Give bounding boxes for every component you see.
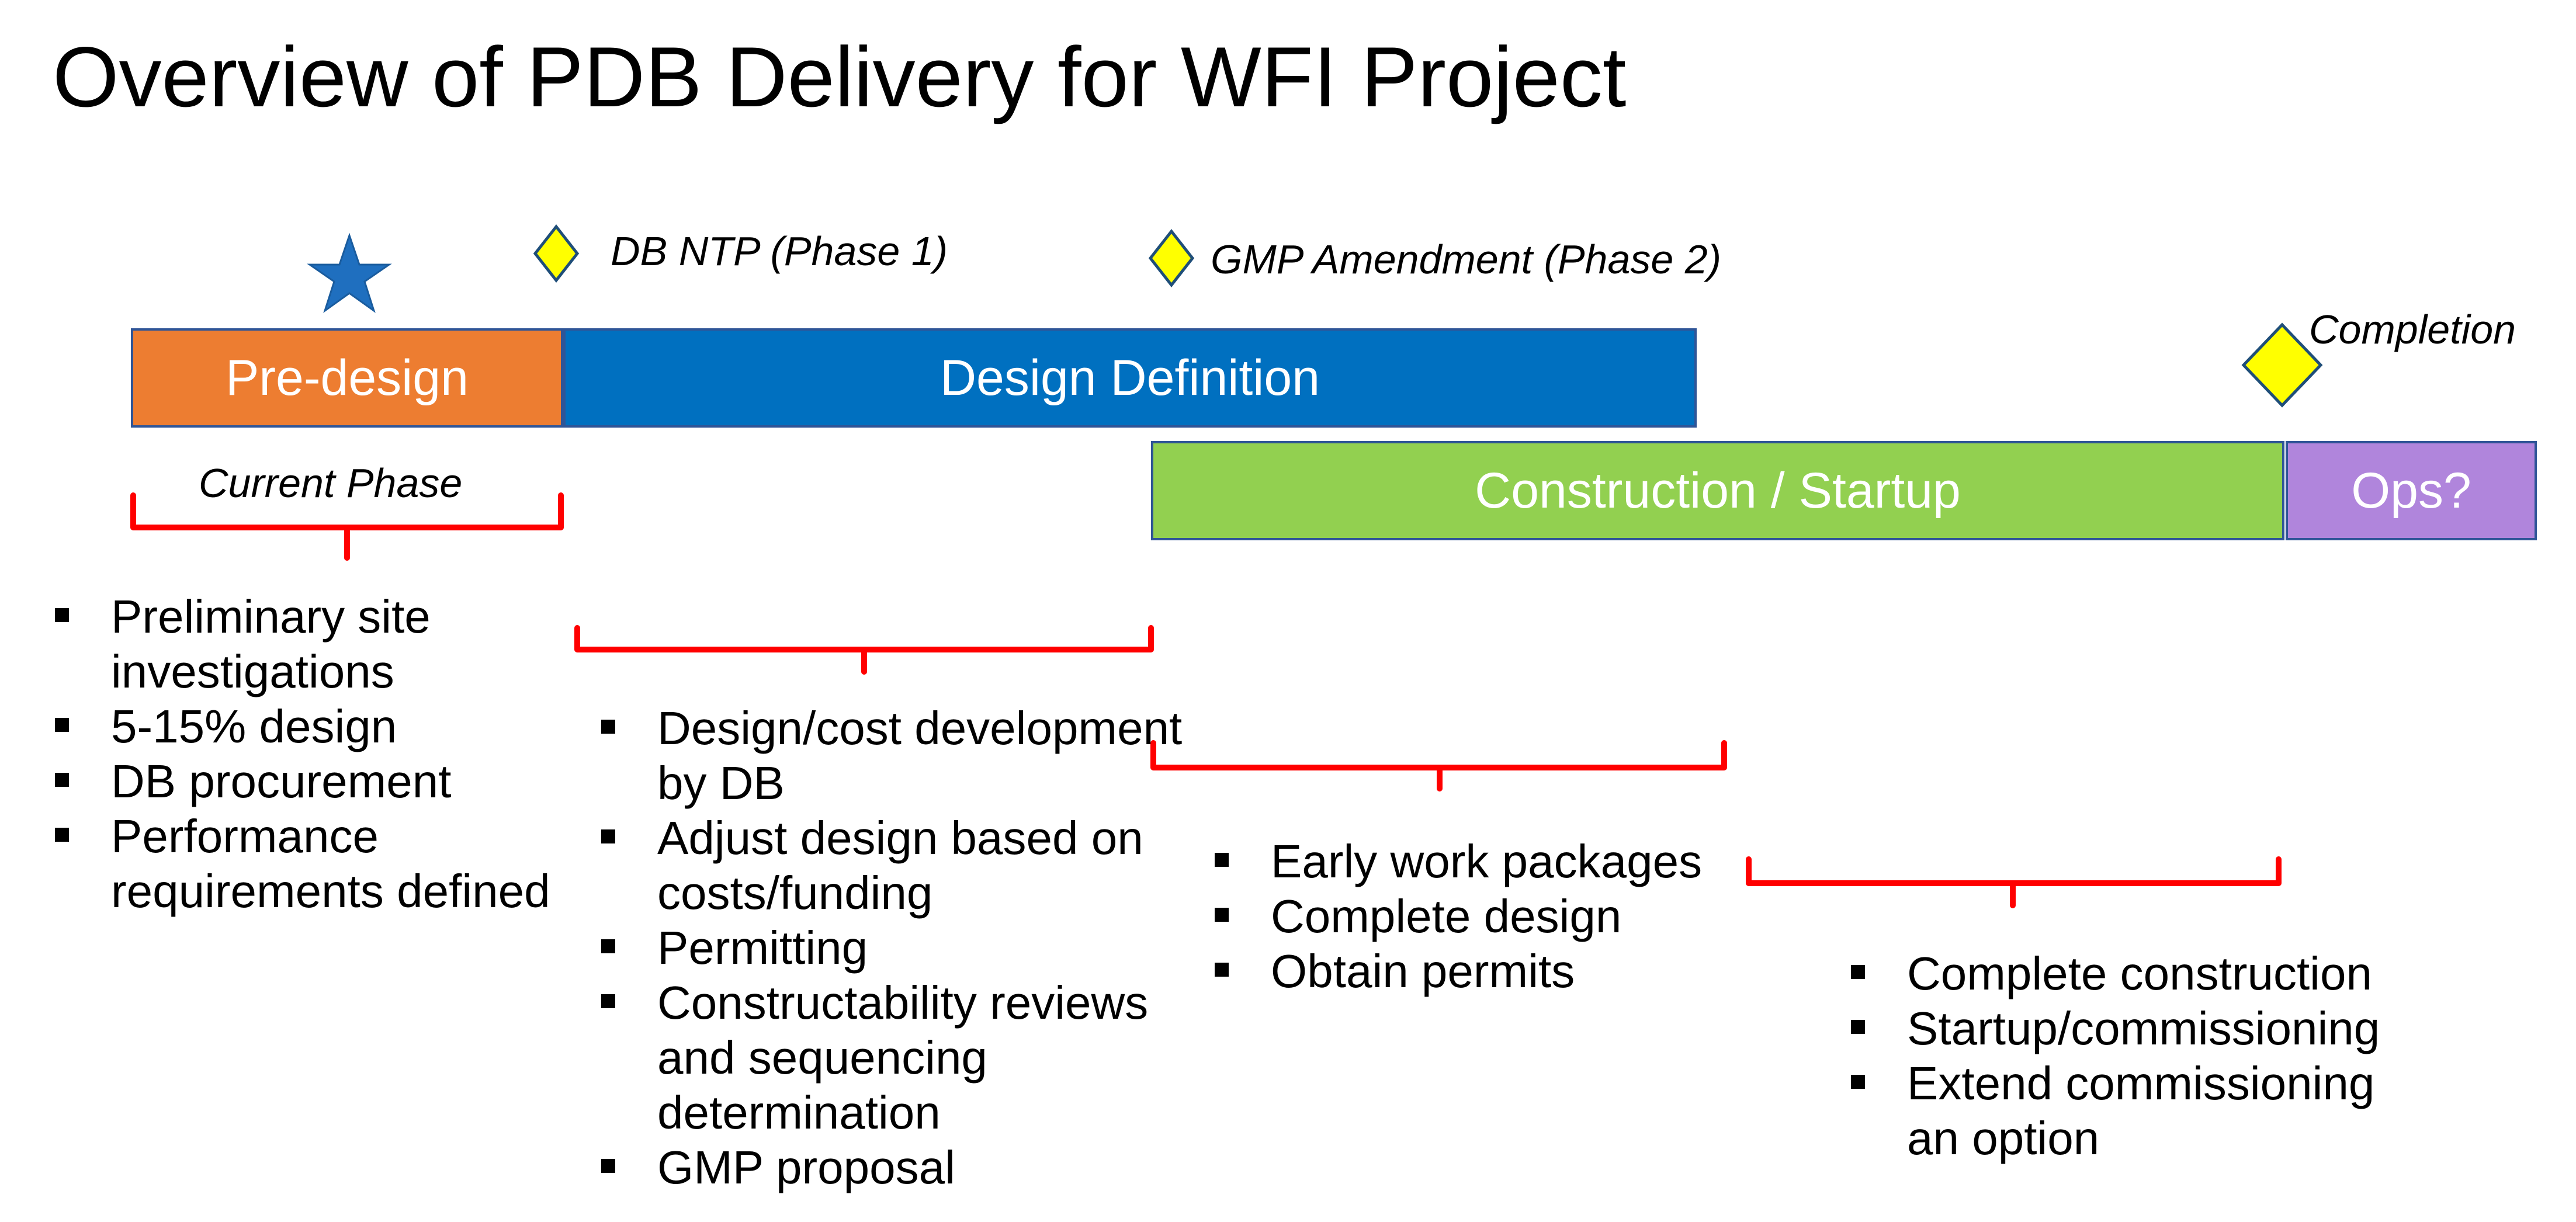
list-item: Extend commissioning an option bbox=[1849, 1056, 2433, 1166]
curly-brace bbox=[1746, 856, 2282, 908]
curly-brace bbox=[574, 625, 1154, 675]
list-item: Design/cost development by DB bbox=[599, 701, 1201, 811]
phase-bar-ops: Ops? bbox=[2286, 441, 2537, 540]
phase-bar-design-definition: Design Definition bbox=[563, 328, 1697, 428]
milestone-label-db-ntp: DB NTP (Phase 1) bbox=[611, 228, 948, 274]
milestone-label-gmp-amendment: GMP Amendment (Phase 2) bbox=[1211, 237, 1722, 282]
task-list-construction: Complete construction Startup/commission… bbox=[1849, 946, 2433, 1166]
list-item: DB procurement bbox=[53, 754, 578, 809]
phase-bar-construction-startup: Construction / Startup bbox=[1151, 441, 2284, 540]
current-phase-label: Current Phase bbox=[199, 460, 463, 506]
list-item: Adjust design based on costs/funding bbox=[599, 811, 1201, 921]
milestone-diamond-icon bbox=[533, 224, 580, 283]
list-item: Permitting bbox=[599, 921, 1201, 975]
milestone-label-completion: Completion bbox=[2309, 307, 2516, 352]
task-list-predesign: Preliminary site investigations 5-15% de… bbox=[53, 589, 578, 919]
page-title: Overview of PDB Delivery for WFI Project bbox=[53, 29, 1627, 124]
phase-bar-predesign: Pre-design bbox=[131, 328, 563, 428]
list-item: Performance requirements defined bbox=[53, 809, 578, 919]
star-icon bbox=[307, 232, 392, 313]
list-item: Complete construction bbox=[1849, 946, 2433, 1001]
list-item: 5-15% design bbox=[53, 699, 578, 754]
curly-brace bbox=[130, 492, 564, 561]
list-item: Early work packages bbox=[1212, 834, 1797, 889]
list-item: Constructability reviews and sequencing … bbox=[599, 975, 1201, 1140]
list-item: Preliminary site investigations bbox=[53, 589, 578, 699]
task-list-early-construction: Early work packages Complete design Obta… bbox=[1212, 834, 1797, 999]
list-item: GMP proposal bbox=[599, 1140, 1201, 1195]
milestone-diamond-icon bbox=[2241, 322, 2323, 408]
list-item: Startup/commissioning bbox=[1849, 1001, 2433, 1056]
milestone-diamond-icon bbox=[1148, 228, 1195, 288]
task-list-design-definition: Design/cost development by DB Adjust des… bbox=[599, 701, 1201, 1195]
list-item: Complete design bbox=[1212, 889, 1797, 944]
list-item: Obtain permits bbox=[1212, 944, 1797, 999]
curly-brace bbox=[1150, 740, 1727, 791]
